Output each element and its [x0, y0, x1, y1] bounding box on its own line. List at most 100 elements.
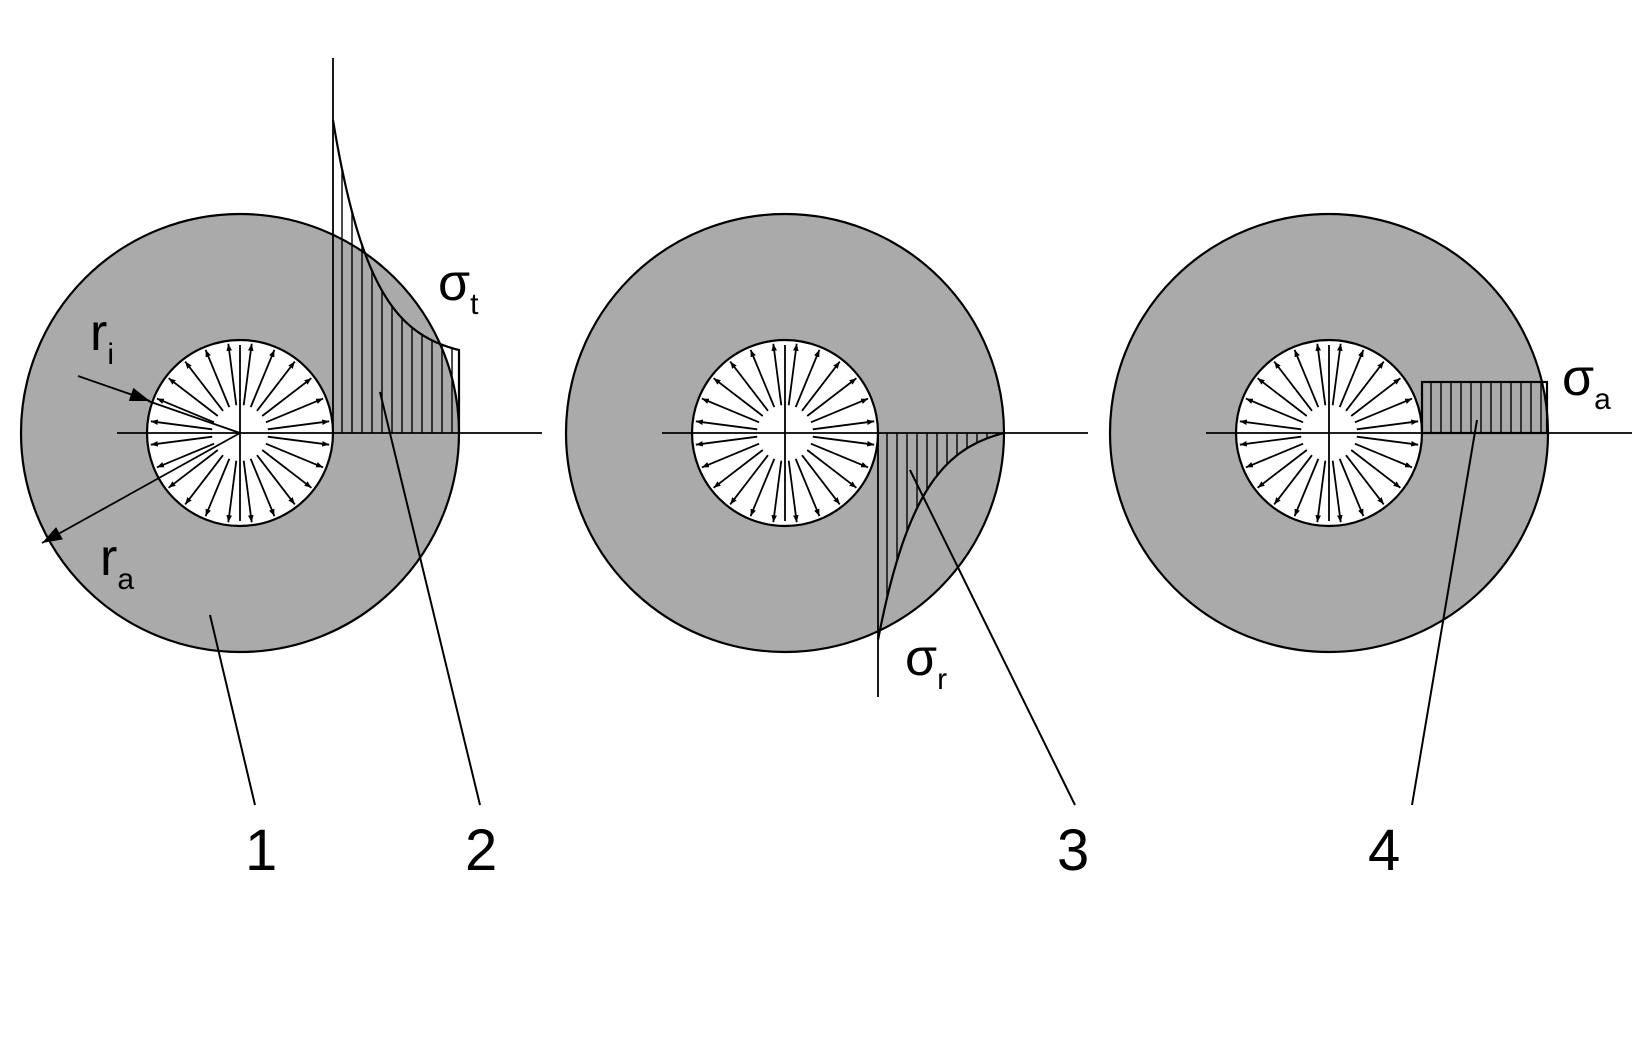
pressure-arrow [150, 419, 213, 431]
pressure-arrow [1245, 397, 1304, 424]
pressure-arrow [713, 377, 764, 417]
pressure-arrow [1293, 349, 1320, 408]
pressure-arrow [1273, 361, 1313, 412]
pressure-arrow [771, 343, 783, 406]
pressure-arrow [156, 397, 215, 424]
pressure-arrow [267, 419, 330, 431]
pressure-arrow [184, 454, 224, 505]
pressure-arrow [204, 349, 231, 408]
internal-pressure-arrows [1239, 343, 1419, 523]
inner-radius-label: ri [90, 304, 114, 371]
tangential-stress-label: σt [438, 254, 479, 321]
pressure-arrow [794, 458, 821, 517]
tangential-stress-curve [331, 119, 461, 433]
callout-3-leader [909, 469, 1076, 806]
pressure-arrow [812, 419, 875, 431]
pressure-arrow [156, 442, 215, 469]
pressure-arrow [1245, 442, 1304, 469]
pressure-arrow [168, 449, 219, 489]
pressure-arrow [1354, 397, 1413, 424]
callout-3: 3 [1057, 818, 1089, 883]
axial-stress-hatch [1430, 382, 1542, 433]
pressure-arrow [249, 458, 276, 517]
pressure-arrow [256, 454, 296, 505]
pressure-arrow [771, 460, 783, 523]
pressure-arrow [794, 349, 821, 408]
pressure-arrow [261, 377, 312, 417]
pressure-arrow [1257, 449, 1308, 489]
pressure-arrow [204, 458, 231, 517]
pressure-arrow [1350, 377, 1401, 417]
pressure-arrow [249, 349, 276, 408]
pressure-arrow [256, 361, 296, 412]
callout-2: 2 [465, 818, 497, 883]
radial-stress-hatch [886, 433, 998, 598]
pressure-arrow [1338, 458, 1365, 517]
pressure-arrow [787, 343, 799, 406]
cylinder-tangential: ri ra σt 1 2 [19, 58, 542, 883]
pressure-arrow [812, 435, 875, 447]
pressure-arrow [695, 435, 758, 447]
axial-stress-label: σa [1562, 349, 1611, 416]
pressure-arrow [1273, 454, 1313, 505]
pressure-arrow [1315, 343, 1327, 406]
callout-4: 4 [1368, 818, 1400, 883]
pressure-arrow [184, 361, 224, 412]
callout-2-leader [379, 391, 481, 806]
callout-4-leader [1411, 419, 1478, 806]
pressure-arrow [226, 343, 238, 406]
pressure-arrow [1345, 454, 1385, 505]
pressure-arrow [242, 460, 254, 523]
internal-pressure-arrows [695, 343, 875, 523]
pressure-arrow [1331, 460, 1343, 523]
outer-radius-arrow [41, 432, 241, 544]
pressure-arrow [801, 361, 841, 412]
cylinder-axial: σa 4 [1108, 212, 1632, 883]
pressure-arrow [168, 377, 219, 417]
pressure-arrow [701, 397, 760, 424]
pressure-arrow [226, 460, 238, 523]
pressure-arrow [265, 442, 324, 469]
pressure-arrow [1354, 442, 1413, 469]
callout-1-leader [209, 614, 256, 806]
pressure-arrow [729, 454, 769, 505]
pressure-arrow [729, 361, 769, 412]
internal-pressure-arrows [150, 343, 330, 523]
pressure-arrow [806, 449, 857, 489]
outer-radius-label: ra [100, 529, 134, 596]
pressure-arrow [265, 397, 324, 424]
pressure-arrow [701, 442, 760, 469]
pressure-arrow [695, 419, 758, 431]
pressure-arrow [1257, 377, 1308, 417]
pressure-arrow [787, 460, 799, 523]
pressure-arrow [1331, 343, 1343, 406]
inner-radius-arrow [77, 375, 151, 402]
tangential-stress-hatch [341, 169, 453, 433]
pressure-arrow [1356, 435, 1419, 447]
pressure-arrow [1293, 458, 1320, 517]
pressure-arrow [810, 397, 869, 424]
pressure-arrow [261, 449, 312, 489]
pressure-arrow [713, 449, 764, 489]
callout-1: 1 [245, 818, 277, 883]
axial-stress-block [1420, 380, 1549, 435]
pressure-arrow [267, 435, 330, 447]
radial-stress-label: σr [905, 629, 947, 696]
cylinder-radial: σr 3 [564, 212, 1089, 883]
pressure-arrow [150, 435, 213, 447]
inner-radius-line [147, 400, 241, 434]
pressure-arrow [810, 442, 869, 469]
pressure-arrow [749, 458, 776, 517]
radial-stress-curve [876, 431, 1005, 641]
pressure-arrow [1356, 419, 1419, 431]
pressure-arrow [242, 343, 254, 406]
pressure-arrow [1315, 460, 1327, 523]
pressure-arrow [1338, 349, 1365, 408]
pressure-arrow [801, 454, 841, 505]
pressure-arrow [1345, 361, 1385, 412]
pressure-arrow [1239, 419, 1302, 431]
pressure-arrow [1239, 435, 1302, 447]
pressure-arrow [1350, 449, 1401, 489]
pressure-arrow [749, 349, 776, 408]
